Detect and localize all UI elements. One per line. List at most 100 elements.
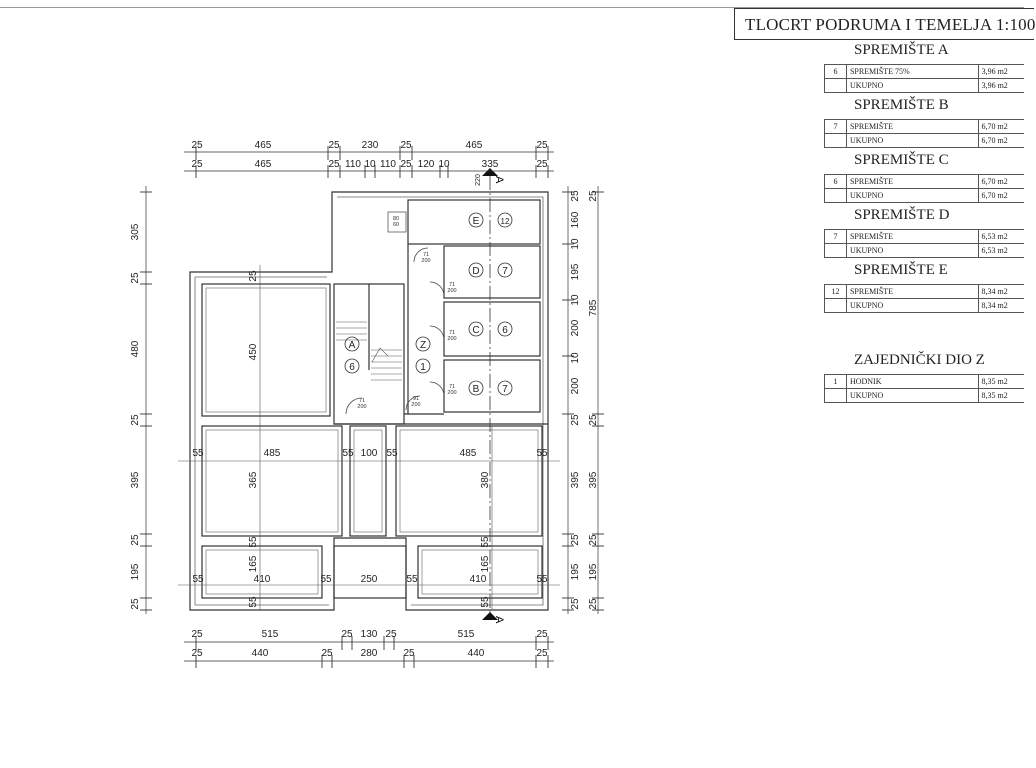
section-arrow-top xyxy=(482,168,498,176)
dim-label: 55 xyxy=(192,448,204,459)
room-number-d: 7 xyxy=(502,266,508,277)
dim-label: 110 xyxy=(345,159,361,170)
dim-label: 10 xyxy=(570,238,581,250)
room-number-c: 6 xyxy=(502,325,508,336)
drawing-title: TLOCRT PODRUMA I TEMELJA 1:100 xyxy=(745,15,1036,34)
dim-label: 25 xyxy=(191,140,203,151)
dim-label: 25 xyxy=(385,629,397,640)
dim-label: 395 xyxy=(130,471,141,488)
dim-label: 25 xyxy=(536,140,548,151)
dim-label: 440 xyxy=(468,648,485,659)
dim-label: 25 xyxy=(588,190,599,202)
section-title: SPREMIŠTE E xyxy=(854,262,948,278)
row-name: UKUPNO xyxy=(845,388,979,403)
dim-label: 130 xyxy=(361,629,378,640)
room-middle-left xyxy=(201,425,343,537)
row-number xyxy=(824,388,847,403)
dim-label: 10 xyxy=(438,159,450,170)
dim-label: 365 xyxy=(248,471,259,488)
dims-top-row2: 25 465 25 110 10 110 25 120 10 335 25 xyxy=(191,159,548,170)
dim-label: 55 xyxy=(480,596,491,608)
top-border-line xyxy=(0,7,1024,8)
inner-dimension-lines xyxy=(178,265,560,610)
storage-b xyxy=(443,359,541,413)
dim-label: 25 xyxy=(328,159,340,170)
row-area: 6,53 m2 xyxy=(977,243,1024,258)
center-shaft xyxy=(349,425,387,537)
opening-height: 60 xyxy=(393,222,399,228)
section-mark-top: A xyxy=(493,176,505,184)
room-letter-c: C xyxy=(472,325,479,336)
dim-label: 410 xyxy=(254,574,271,585)
dim-label: 10 xyxy=(570,294,581,306)
dim-label: 55 xyxy=(342,448,354,459)
row-number: 7 xyxy=(824,229,847,244)
storage-d xyxy=(443,245,541,299)
dim-label: 440 xyxy=(252,648,269,659)
dim-label: 480 xyxy=(130,340,141,357)
dim-label: 25 xyxy=(588,414,599,426)
opening-height: 200 xyxy=(411,402,420,408)
dim-label: 200 xyxy=(570,377,581,394)
dim-label: 160 xyxy=(570,211,581,228)
dim-label: 395 xyxy=(570,471,581,488)
section-title: SPREMIŠTE C xyxy=(854,152,949,168)
dim-label: 25 xyxy=(570,414,581,426)
row-name: UKUPNO xyxy=(845,78,979,93)
opening-height: 200 xyxy=(447,336,456,342)
dim-label: 25 xyxy=(588,598,599,610)
room-number-z: 1 xyxy=(420,362,426,373)
dim-label: 25 xyxy=(191,159,203,170)
dim-label: 25 xyxy=(400,140,412,151)
outer-wall-inner-line xyxy=(194,196,544,606)
row-number xyxy=(824,188,847,203)
dim-label: 450 xyxy=(248,343,259,360)
row-number: 7 xyxy=(824,119,847,134)
dim-label: 485 xyxy=(264,448,281,459)
room-lower-center xyxy=(333,545,407,599)
room-letter-z: Z xyxy=(420,340,426,351)
dim-label: 195 xyxy=(588,563,599,580)
room-lower-left xyxy=(201,545,323,599)
room-upper-left-inner xyxy=(205,287,327,413)
title-box: TLOCRT PODRUMA I TEMELJA 1:100 xyxy=(734,8,1036,40)
dim-label: 10 xyxy=(364,159,376,170)
opening-width: 71 xyxy=(359,398,365,404)
dim-label: 55 xyxy=(320,574,332,585)
room-number-b: 7 xyxy=(502,384,508,395)
room-letter-b: B xyxy=(473,384,480,395)
room-labels xyxy=(344,212,513,396)
dim-label: 250 xyxy=(361,574,378,585)
storage-c xyxy=(443,301,541,357)
room-letter-a: A xyxy=(349,340,356,351)
room-upper-left xyxy=(201,283,331,417)
dim-label: 55 xyxy=(406,574,418,585)
row-name: UKUPNO xyxy=(845,133,979,148)
room-letter-d: D xyxy=(472,266,479,277)
dim-label: 305 xyxy=(130,223,141,240)
center-shaft-inner xyxy=(353,429,383,533)
opening-height: 200 xyxy=(421,258,430,264)
dim-label: 515 xyxy=(262,629,279,640)
section-title: SPREMIŠTE A xyxy=(854,42,949,58)
dim-label: 380 xyxy=(480,471,491,488)
dim-label: 25 xyxy=(570,190,581,202)
dim-label: 25 xyxy=(130,534,141,546)
dim-label: 55 xyxy=(192,574,204,585)
row-name: UKUPNO xyxy=(845,188,979,203)
dim-label: 165 xyxy=(248,555,259,572)
room-middle-right xyxy=(395,425,543,537)
room-label-text: A 6 Z 1 E 12 D 7 C 6 B 7 xyxy=(349,216,510,395)
dim-label: 110 xyxy=(380,159,396,170)
section-title: SPREMIŠTE D xyxy=(854,207,950,223)
dim-label: 25 xyxy=(321,648,333,659)
dims-bottom-row2: 25 440 25 280 25 440 25 xyxy=(191,648,548,659)
